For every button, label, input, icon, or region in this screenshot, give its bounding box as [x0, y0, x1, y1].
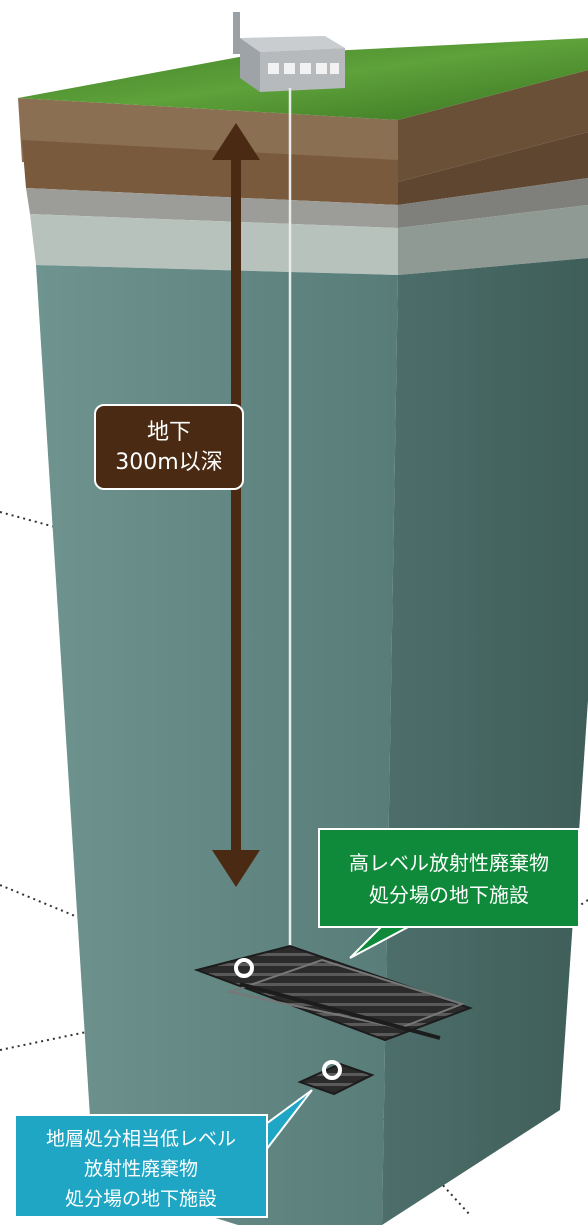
llw-label-line2: 放射性廃棄物 [83, 1158, 198, 1180]
llw-label-line3: 処分場の地下施設 [64, 1188, 217, 1210]
llw-location-marker [322, 1060, 342, 1080]
hlw-facility-label-box: 高レベル放射性廃棄物 処分場の地下施設 [318, 828, 580, 928]
llw-label-line1: 地層処分相当低レベル [45, 1128, 236, 1150]
depth-label-line2: 300m以深 [115, 450, 223, 475]
depth-label-box: 地下 300m以深 [94, 404, 244, 490]
block-side-face [382, 70, 588, 1225]
llw-facility-label-box: 地層処分相当低レベル 放射性廃棄物 処分場の地下施設 [14, 1114, 268, 1218]
hlw-label-line1: 高レベル放射性廃棄物 [349, 851, 549, 875]
depth-arrow [212, 123, 260, 887]
block-front-face [18, 98, 398, 1225]
depth-label-line1: 地下 [146, 420, 191, 445]
hlw-underground-facility [193, 944, 473, 1042]
hlw-label-line2: 処分場の地下施設 [369, 883, 529, 907]
hlw-location-marker [234, 958, 254, 978]
surface-facility-building [233, 12, 345, 92]
